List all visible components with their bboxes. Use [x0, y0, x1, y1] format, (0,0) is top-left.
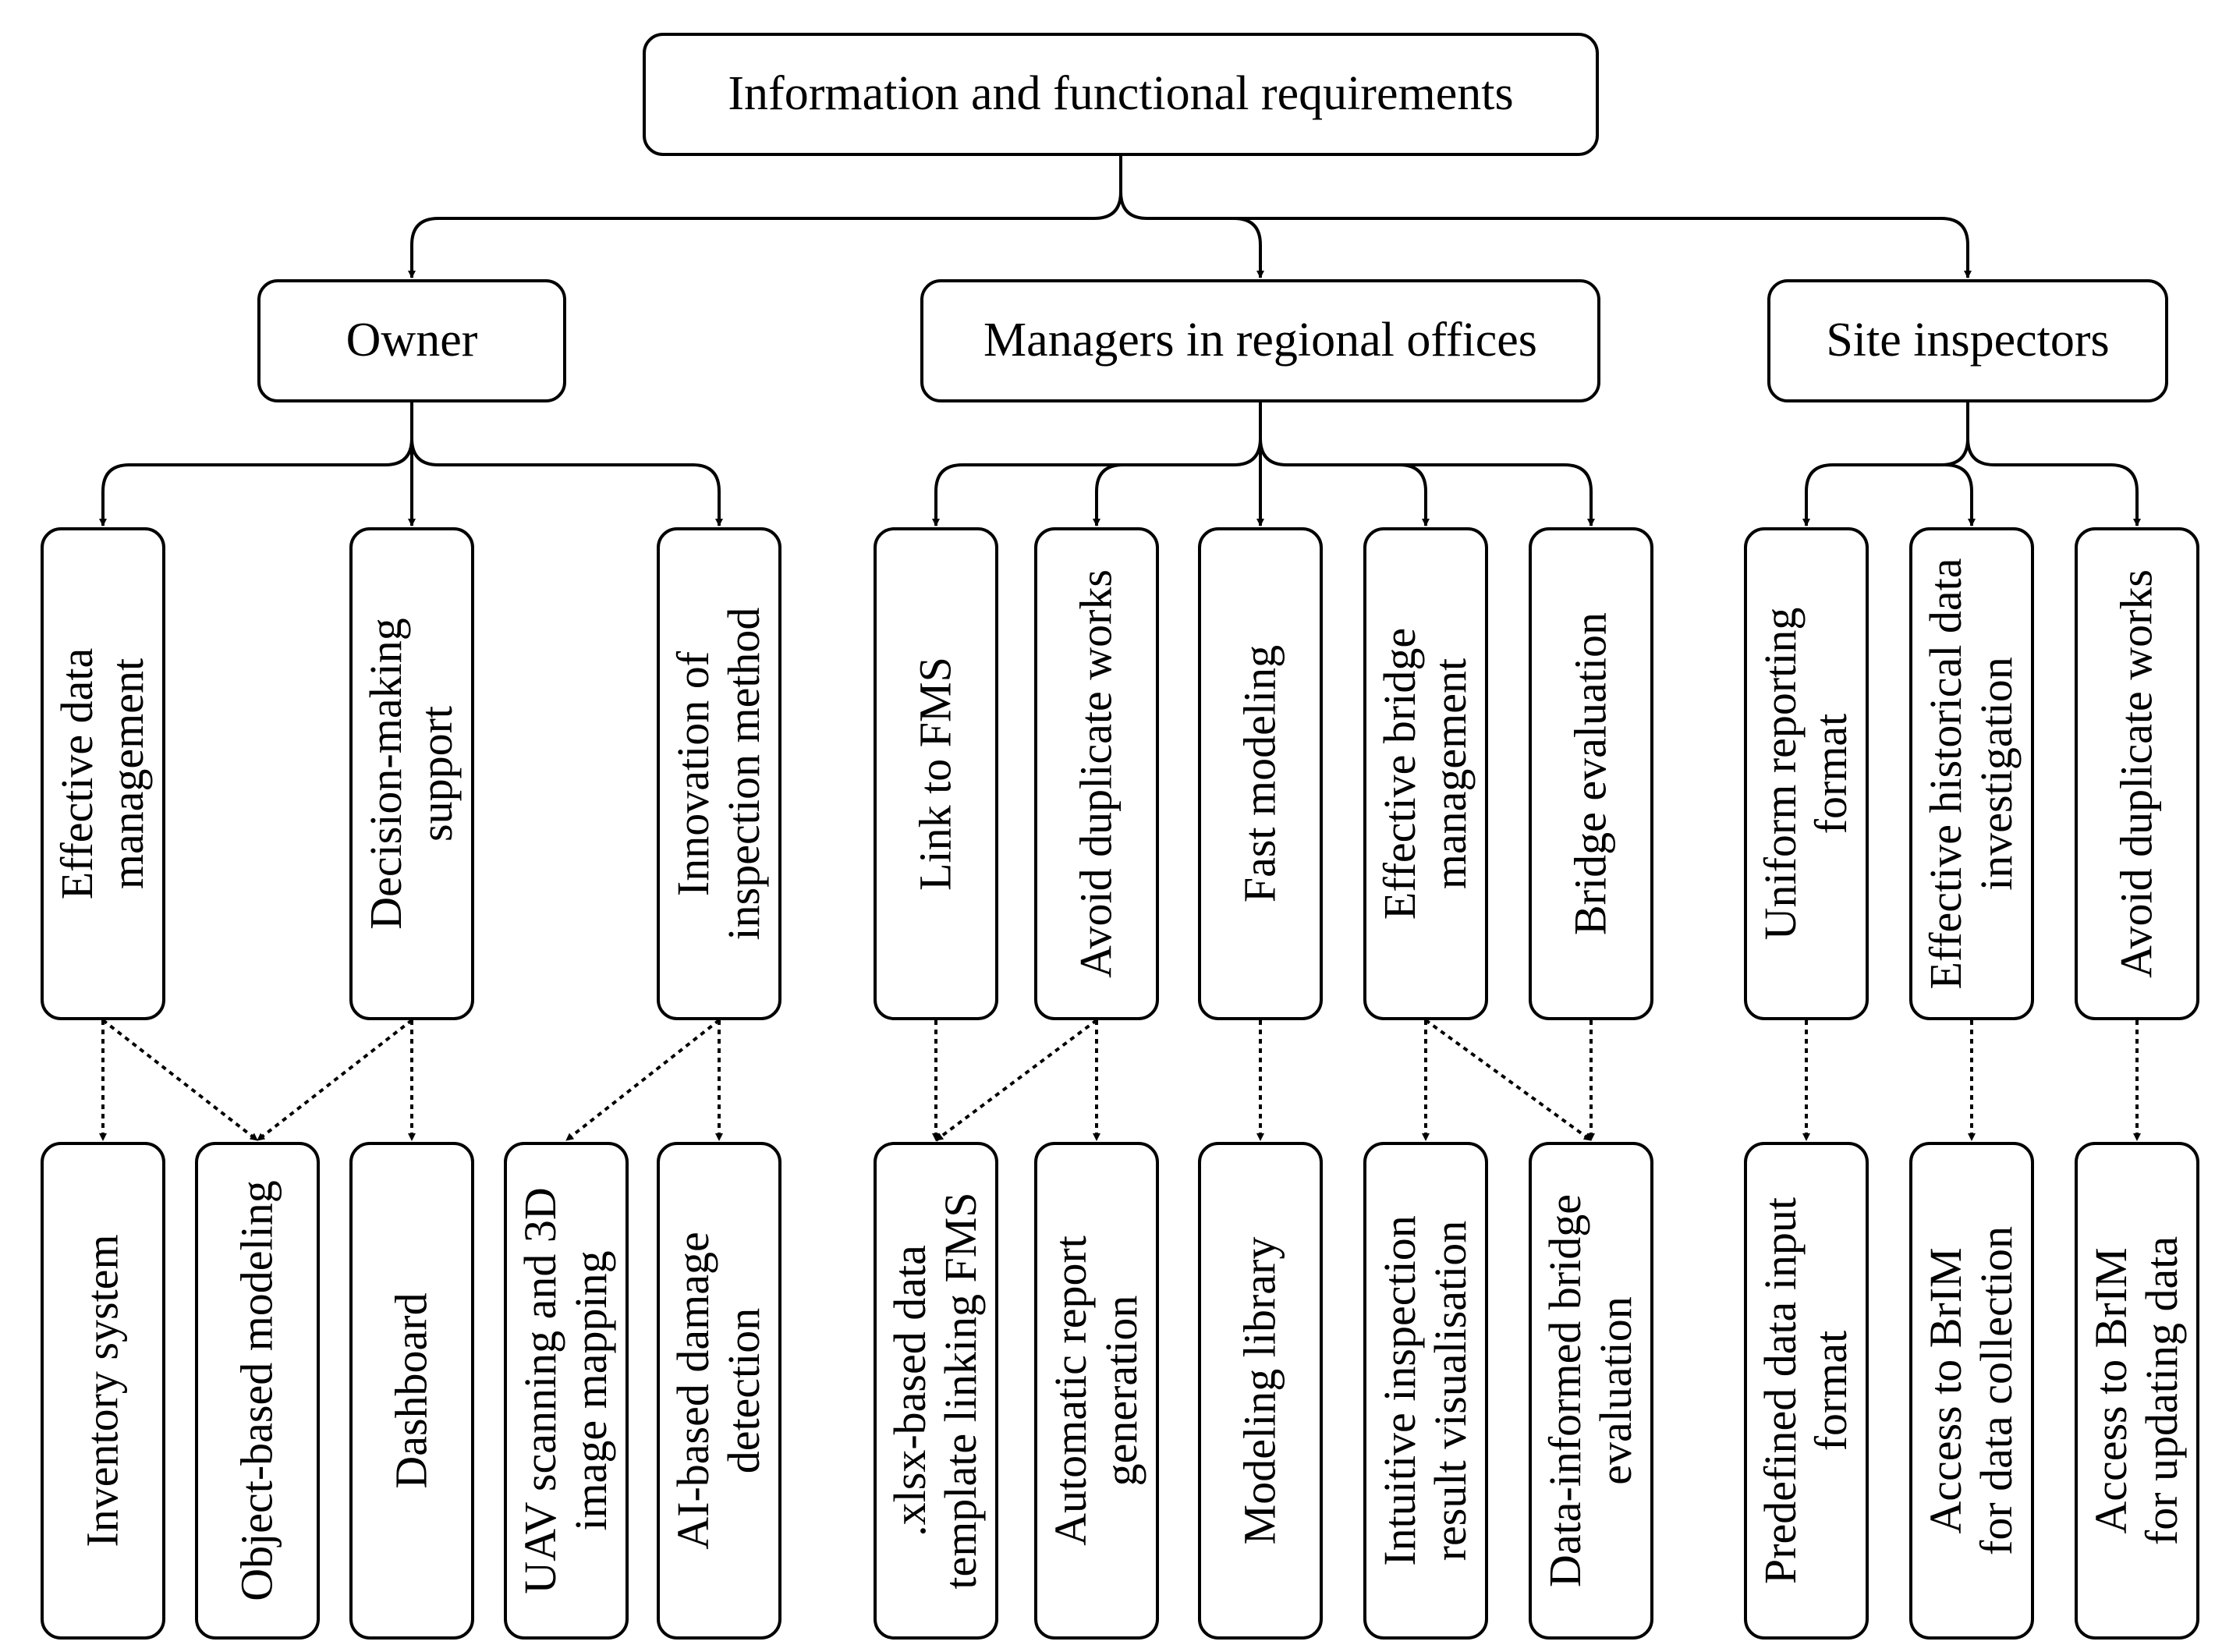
tree-branch-line [99, 438, 413, 526]
group-site-inspectors-box: Site inspectors [1767, 279, 2168, 402]
dotted-link-arrow [565, 1019, 721, 1142]
tree-branch-line [1966, 438, 2141, 526]
function-line: .xlsx-based data [884, 1245, 936, 1537]
function-line: Automatic report [1045, 1235, 1097, 1546]
function-box: Object-based modeling [195, 1142, 320, 1640]
dotted-link-arrow [934, 1019, 1098, 1142]
dotted-connectors [99, 1019, 2141, 1142]
requirement-line: Decision-making [360, 618, 412, 930]
requirement-line: Avoid duplicate works [1070, 569, 1122, 979]
requirement-line: management [1425, 658, 1476, 890]
tree-branch-line [932, 438, 1262, 526]
function-line: Access to BrIM [1920, 1247, 1972, 1534]
function-line: Modeling library [1234, 1236, 1285, 1545]
function-line: for data collection [1971, 1226, 2022, 1555]
requirement-box: Bridge evaluation [1529, 527, 1653, 1020]
function-line: evaluation [1590, 1296, 1641, 1485]
group-site-inspectors-label: Site inspectors [1826, 314, 2110, 367]
requirement-line: Uniform reporting [1755, 607, 1806, 941]
tree-branch-line [1233, 217, 1264, 278]
dotted-link-arrow [256, 1019, 413, 1142]
root-label: Information and functional requirements [728, 67, 1514, 121]
tree-branch-line [410, 438, 723, 526]
requirement-line: Fast modeling [1234, 644, 1285, 903]
solid-connectors [99, 156, 2141, 526]
function-line: Data-informed bridge [1540, 1193, 1591, 1588]
tree-branch-line [408, 191, 1122, 278]
function-line: result visualisation [1425, 1220, 1476, 1562]
function-line: Dashboard [385, 1292, 437, 1489]
function-line: detection [718, 1307, 769, 1474]
function-box: Dashboard [349, 1142, 474, 1640]
tree-branch-line [1093, 463, 1124, 526]
group-owner-label: Owner [346, 314, 478, 367]
requirement-line: Effective bridge [1374, 627, 1426, 920]
tree-branch-line [1398, 463, 1430, 526]
group-managers-box: Managers in regional offices [920, 279, 1600, 402]
requirement-line: Effective data [51, 647, 103, 900]
requirement-line: Avoid duplicate works [2110, 569, 2162, 979]
dotted-link-arrow [101, 1019, 259, 1142]
function-line: image mapping [565, 1250, 616, 1531]
function-box: Modeling library [1198, 1142, 1323, 1640]
function-line: format [1806, 1330, 1856, 1452]
requirement-line: Innovation of [668, 651, 719, 897]
function-line: Access to BrIM [2086, 1247, 2137, 1534]
requirement-line: format [1806, 713, 1856, 835]
requirement-line: support [411, 706, 462, 842]
requirement-line: investigation [1971, 657, 2022, 891]
function-line: Predefined data input [1755, 1196, 1806, 1585]
requirement-box: Fast modeling [1198, 527, 1323, 1020]
requirement-line: Link to FMS [909, 657, 961, 891]
function-line: AI-based damage [668, 1232, 719, 1550]
dotted-link-arrow [1424, 1019, 1593, 1142]
requirement-box: Avoid duplicate works [2075, 527, 2199, 1020]
requirement-line: Bridge evaluation [1565, 612, 1616, 935]
requirement-box: Link to FMS [874, 527, 998, 1020]
requirement-line: Effective historical data [1920, 558, 1972, 990]
function-line: template linking FMS [935, 1192, 986, 1590]
function-line: Inventory system [76, 1234, 128, 1547]
tree-branch-line [1119, 191, 1972, 278]
tree-branch-line [1802, 438, 1969, 526]
requirement-line: management [102, 658, 153, 890]
function-box: Inventory system [41, 1142, 165, 1640]
tree-branch-line [1944, 463, 1976, 526]
requirement-line: inspection method [718, 607, 769, 941]
function-line: generation [1096, 1295, 1146, 1487]
function-line: Object-based modeling [231, 1180, 282, 1601]
group-managers-label: Managers in regional offices [983, 314, 1537, 367]
tree-branch-line [1259, 438, 1595, 526]
requirement-box: Avoid duplicate works [1034, 527, 1159, 1020]
function-line: UAV scanning and 3D [515, 1187, 566, 1594]
function-line: Intuitive inspection [1374, 1215, 1426, 1566]
root-box: Information and functional requirements [643, 33, 1599, 156]
group-owner-box: Owner [257, 279, 566, 402]
function-line: for updating data [2136, 1235, 2187, 1546]
